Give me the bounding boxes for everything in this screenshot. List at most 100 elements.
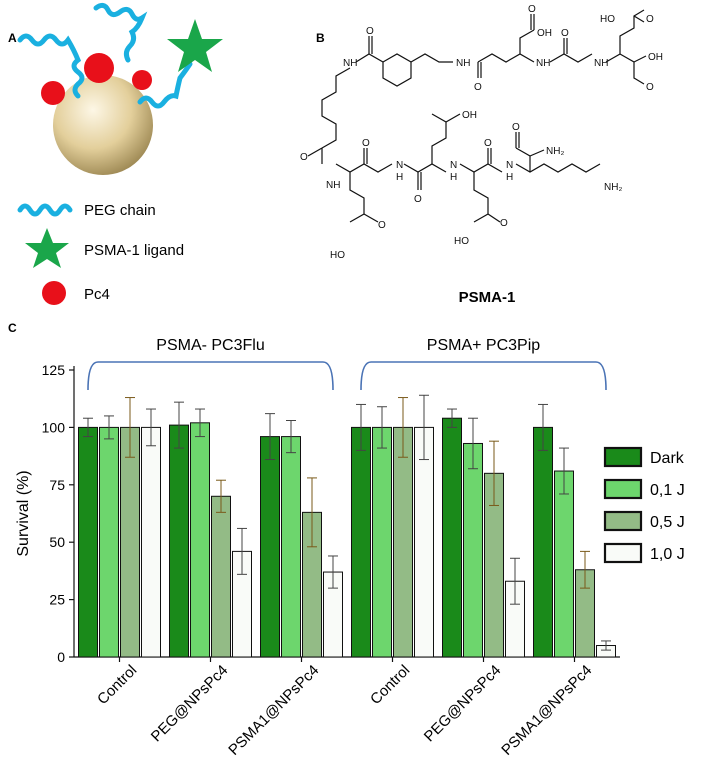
nanoparticle-icon: [53, 75, 153, 175]
bar: [533, 426, 553, 658]
bar: [260, 436, 280, 658]
group-bracket: [87, 361, 334, 391]
y-tick-label: 75: [49, 477, 65, 493]
pc4-dot-icon: [132, 70, 152, 90]
legend-label-psma: PSMA-1 ligand: [84, 242, 184, 259]
atom-label: O: [300, 152, 308, 163]
x-tick-label: PEG@NPsPc4: [148, 662, 232, 746]
bar: [393, 426, 413, 658]
legend-label: 0,5 J: [650, 514, 685, 531]
x-tick-label: Control: [94, 662, 140, 708]
atom-label: O: [484, 138, 492, 149]
group-label: PSMA- PC3Flu: [156, 337, 264, 354]
atom-label: O: [528, 4, 536, 15]
atom-label: O: [378, 220, 386, 231]
peg-chains: [17, 2, 193, 109]
atom-label: O: [561, 28, 569, 39]
atom-label: O: [646, 14, 654, 25]
y-tick-label: 0: [57, 649, 65, 665]
y-tick-label: 25: [49, 592, 65, 608]
atom-label: NH: [343, 58, 357, 69]
group-bracket: [360, 361, 607, 391]
atom-label: OH: [462, 110, 477, 121]
atom-label: NH: [326, 180, 340, 191]
bar: [190, 422, 210, 658]
atom-label: O: [474, 82, 482, 93]
atom-label: O: [512, 122, 520, 133]
atom-label: O: [366, 26, 374, 37]
y-axis-title: Survival (%): [15, 470, 32, 556]
atom-label: O: [500, 218, 508, 229]
atom-label: O: [362, 138, 370, 149]
panel-c-letter: C: [8, 321, 17, 335]
peg-chain-icon: [93, 2, 148, 63]
legend-label: 1,0 J: [650, 546, 685, 563]
bar: [211, 495, 231, 658]
pc4-dot-icon: [84, 53, 114, 83]
bar: [351, 426, 371, 658]
atom-label: N: [506, 160, 513, 171]
x-tick-label: PSMA1@NPsPc4: [498, 662, 595, 759]
atom-label: NH₂: [604, 182, 622, 193]
pc4-dot-icon: [41, 81, 65, 105]
psma1-structure: [307, 9, 647, 223]
x-tick-label: PEG@NPsPc4: [421, 662, 505, 746]
y-tick-label: 50: [49, 534, 65, 550]
bar: [414, 426, 434, 658]
bar: [372, 426, 392, 658]
panel-a-letter: A: [8, 31, 17, 45]
atom-label: NH: [594, 58, 608, 69]
atom-label: HO: [600, 14, 615, 25]
wave-icon: [17, 203, 73, 217]
x-tick-label: Control: [367, 662, 413, 708]
peg-chain-icon: [17, 33, 85, 99]
bar: [78, 426, 98, 658]
bar: [281, 436, 301, 658]
panel-a: A PEG chain PSMA-1 ligand Pc4: [8, 2, 223, 305]
atom-label: HO: [330, 250, 345, 261]
bar: [141, 426, 161, 658]
atom-label: OH: [648, 52, 663, 63]
atom-label: O: [646, 82, 654, 93]
structure-name: PSMA-1: [459, 289, 516, 306]
atom-label: O: [414, 194, 422, 205]
atom-label: NH₂: [546, 146, 564, 157]
bar: [442, 417, 462, 658]
legend-swatch: [603, 446, 643, 468]
bar: [169, 424, 189, 658]
legend-swatch: [603, 510, 643, 532]
atom-label: OH: [537, 28, 552, 39]
legend-label-peg: PEG chain: [84, 202, 156, 219]
peg-chain-icon: [137, 61, 193, 109]
legend-label: 0,1 J: [650, 482, 685, 499]
y-tick-label: 100: [42, 419, 66, 435]
panel-b-letter: B: [316, 31, 325, 45]
circle-icon: [42, 281, 66, 305]
bar: [463, 442, 483, 658]
y-tick-label: 125: [42, 362, 66, 378]
atom-label: NH: [456, 58, 470, 69]
atom-label: HO: [454, 236, 469, 247]
panel-b: B: [300, 4, 663, 306]
atom-label: N: [396, 160, 403, 171]
atom-label: N: [450, 160, 457, 171]
legend-label: Dark: [650, 450, 685, 467]
legend-swatch: [603, 542, 643, 564]
atom-label: NH: [536, 58, 550, 69]
group-label: PSMA+ PC3Pip: [427, 337, 540, 354]
atom-label: H: [506, 172, 513, 183]
psma-ligand-star-icon: [167, 19, 223, 72]
star-icon: [25, 228, 69, 268]
panel-a-legend: PEG chain PSMA-1 ligand Pc4: [17, 202, 184, 305]
psma1-atom-labels: NH O NH O O OH NH O NH HO O OH O O NH O …: [300, 4, 663, 261]
bar: [99, 426, 119, 658]
x-tick-label: PSMA1@NPsPc4: [225, 662, 322, 759]
legend-swatch: [603, 478, 643, 500]
atom-label: H: [450, 172, 457, 183]
atom-label: H: [396, 172, 403, 183]
bar: [120, 426, 140, 658]
legend-label-pc4: Pc4: [84, 286, 110, 303]
bar: [554, 470, 574, 658]
